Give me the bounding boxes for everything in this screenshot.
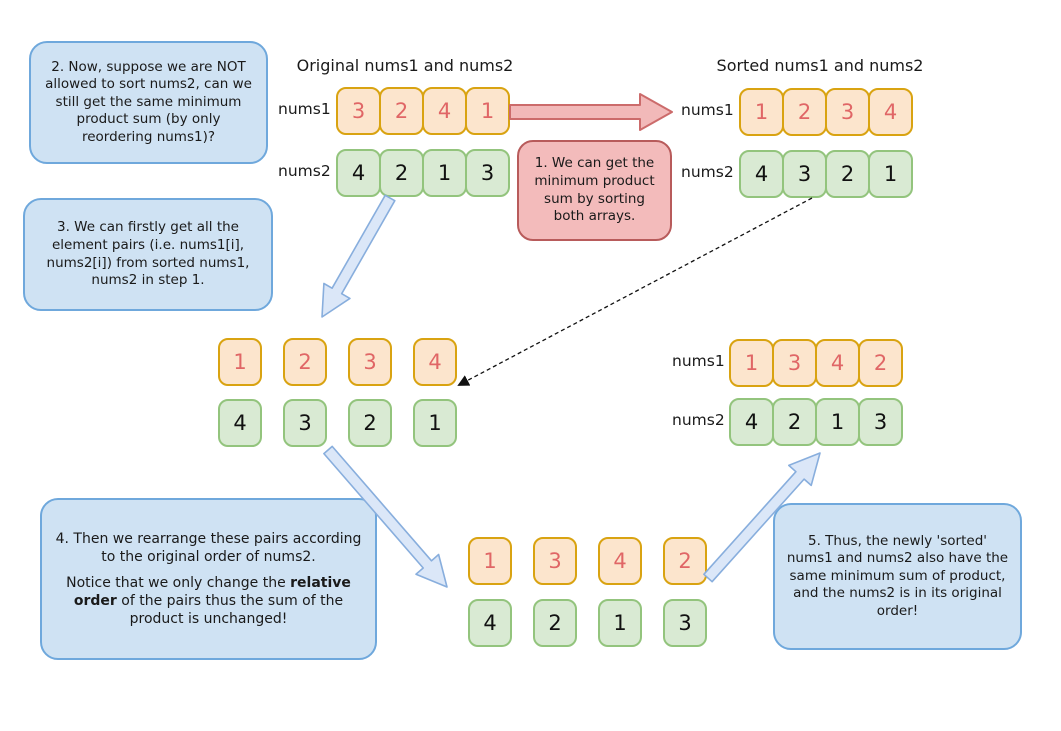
- result-nums1-label: nums1: [672, 352, 725, 370]
- array-cell: 1: [218, 338, 262, 386]
- array-cell: 1: [598, 599, 642, 647]
- sorted-nums2-label: nums2: [681, 163, 734, 181]
- original-nums1-label: nums1: [278, 100, 331, 118]
- extract-pairs-arrow-icon: [321, 194, 396, 318]
- heading-sorted-arrays: Sorted nums1 and nums2: [716, 56, 924, 75]
- array-cell: 4: [336, 149, 381, 197]
- array-cell: 4: [413, 338, 457, 386]
- callout-step4-paragraph2: Notice that we only change the relative …: [52, 574, 365, 629]
- array-cell: 4: [218, 399, 262, 447]
- callout-step1-text: 1. We can get the minimum product sum by…: [534, 155, 655, 225]
- array-cell: 4: [815, 339, 860, 387]
- array-cell: 2: [663, 537, 707, 585]
- original-nums2-label: nums2: [278, 162, 331, 180]
- array-cell: 2: [825, 150, 870, 198]
- sorted-nums1-label: nums1: [681, 101, 734, 119]
- array-cell: 3: [336, 87, 381, 135]
- array-cell: 1: [868, 150, 913, 198]
- callout-step4-p2-prefix: Notice that we only change the: [66, 574, 291, 591]
- array-cell: 3: [825, 88, 870, 136]
- array-cell: 1: [422, 149, 467, 197]
- array-cell: 4: [598, 537, 642, 585]
- callout-step3-text: 3. We can firstly get all the element pa…: [46, 219, 250, 289]
- array-cell: 3: [283, 399, 327, 447]
- array-cell: 1: [468, 537, 512, 585]
- array-cell: 4: [739, 150, 784, 198]
- array-cell: 3: [348, 338, 392, 386]
- callout-step3: 3. We can firstly get all the element pa…: [23, 198, 273, 311]
- array-cell: 1: [465, 87, 510, 135]
- array-cell: 3: [533, 537, 577, 585]
- array-cell: 3: [858, 398, 903, 446]
- callout-step4-p2-suffix: of the pairs thus the sum of the product…: [116, 593, 344, 628]
- heading-original-arrays: Original nums1 and nums2: [296, 56, 514, 75]
- array-cell: 2: [533, 599, 577, 647]
- callout-step4-paragraph1: 4. Then we rearrange these pairs accordi…: [55, 530, 362, 565]
- array-cell: 2: [772, 398, 817, 446]
- callout-step2-text: 2. Now, suppose we are NOT allowed to so…: [45, 58, 252, 145]
- array-cell: 3: [782, 150, 827, 198]
- array-cell: 3: [772, 339, 817, 387]
- array-cell: 1: [815, 398, 860, 446]
- array-cell: 4: [422, 87, 467, 135]
- array-cell: 2: [379, 87, 424, 135]
- array-cell: 1: [739, 88, 784, 136]
- array-cell: 3: [465, 149, 510, 197]
- array-cell: 1: [729, 339, 774, 387]
- array-cell: 2: [283, 338, 327, 386]
- callout-step5: 5. Thus, the newly 'sorted' nums1 and nu…: [773, 503, 1022, 650]
- array-cell: 2: [858, 339, 903, 387]
- callout-step5-text: 5. Thus, the newly 'sorted' nums1 and nu…: [786, 532, 1009, 619]
- array-cell: 4: [868, 88, 913, 136]
- array-cell: 2: [348, 399, 392, 447]
- array-cell: 1: [413, 399, 457, 447]
- callout-step1: 1. We can get the minimum product sum by…: [517, 140, 672, 241]
- callout-step2: 2. Now, suppose we are NOT allowed to so…: [29, 41, 268, 164]
- result-nums2-label: nums2: [672, 411, 725, 429]
- array-cell: 3: [663, 599, 707, 647]
- array-cell: 2: [379, 149, 424, 197]
- callout-step4: 4. Then we rearrange these pairs accordi…: [40, 498, 377, 660]
- array-cell: 2: [782, 88, 827, 136]
- array-cell: 4: [729, 398, 774, 446]
- sort-arrow-icon: [509, 93, 673, 131]
- array-cell: 4: [468, 599, 512, 647]
